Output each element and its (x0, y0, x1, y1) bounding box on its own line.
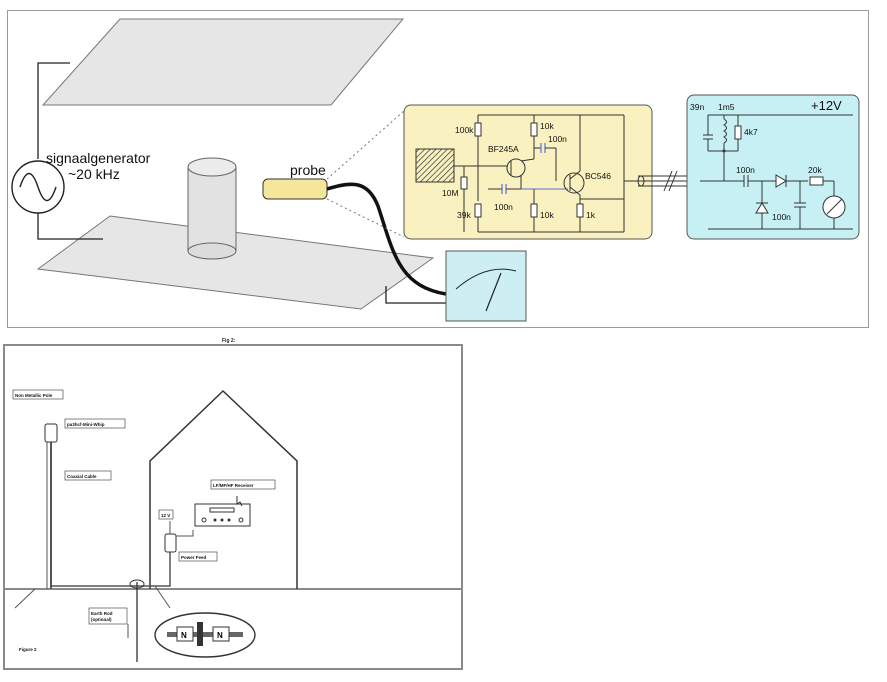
svg-text:N: N (217, 631, 223, 640)
label-bc546: BC546 (585, 171, 611, 181)
label-100k: 100k (455, 125, 474, 135)
probe (262, 178, 328, 200)
bottom-plate (36, 215, 435, 310)
signal-generator-icon (11, 160, 65, 214)
sense-plate (415, 148, 455, 183)
label-20k: 20k (808, 165, 822, 175)
connector-detail: N N (154, 612, 256, 658)
label-bf245a: BF245A (488, 144, 519, 154)
probe-cable (326, 182, 447, 296)
coax-label: Coaxial Cable (67, 474, 97, 479)
amplifier-circuit (403, 104, 653, 240)
label-100n-right: 100n (736, 165, 755, 175)
label-39k: 39k (457, 210, 471, 220)
meter-needle (485, 272, 502, 312)
label-1k: 1k (586, 210, 596, 220)
label-10k-bot: 10k (540, 210, 554, 220)
mini-whip-antenna (44, 423, 58, 443)
label-100n-mid: 100n (494, 202, 513, 212)
supply-label: +12V (811, 98, 842, 113)
detector-circuit (686, 94, 860, 240)
label-10k-top: 10k (540, 121, 554, 131)
svg-text:N: N (181, 631, 187, 640)
label-100n-low: 100n (772, 212, 791, 222)
figure-2-installation: N N Non Metallic Pole pa3hcf-Mini-Whip C… (3, 344, 463, 670)
pole-label: Non Metallic Pole (15, 393, 53, 398)
cylinder-object (187, 157, 237, 260)
setup-diagram: signaalgenerator ~20 kHz probe (11, 18, 860, 322)
probe-label: probe (290, 162, 326, 178)
generator-label-2: ~20 kHz (68, 166, 120, 182)
figure-1-measurement-setup: signaalgenerator ~20 kHz probe (7, 10, 869, 328)
receiver (194, 503, 251, 527)
receiver-label: LF/MF/HF Receiver (213, 483, 254, 488)
label-39n: 39n (690, 102, 704, 112)
figure-label: Figure 2 (19, 647, 37, 652)
cursor-icon (236, 496, 243, 507)
earth-label-2: (optional) (91, 617, 112, 622)
label-10m: 10M (442, 188, 459, 198)
top-plate (41, 18, 405, 106)
label-100n-top: 100n (548, 134, 567, 144)
wire-bottom (37, 213, 103, 240)
powerfeed-label: Power Feed (181, 555, 207, 560)
meter (445, 250, 527, 322)
generator-label-1: signaalgenerator (46, 150, 151, 166)
coaxial-cable (51, 546, 171, 587)
whip-label: pa3hcf-Mini-Whip (67, 422, 105, 427)
label-1m5: 1m5 (718, 102, 735, 112)
installation-diagram: N N Non Metallic Pole pa3hcf-Mini-Whip C… (5, 389, 461, 662)
wire-top (37, 62, 70, 159)
figure-2-caption: Fig 2: (222, 338, 236, 344)
voltage-label: 12 V (161, 513, 170, 518)
label-4k7: 4k7 (744, 127, 758, 137)
house-outline (149, 389, 298, 589)
power-feed-box (164, 533, 177, 553)
earth-label-1: Earth Rod (91, 611, 113, 616)
